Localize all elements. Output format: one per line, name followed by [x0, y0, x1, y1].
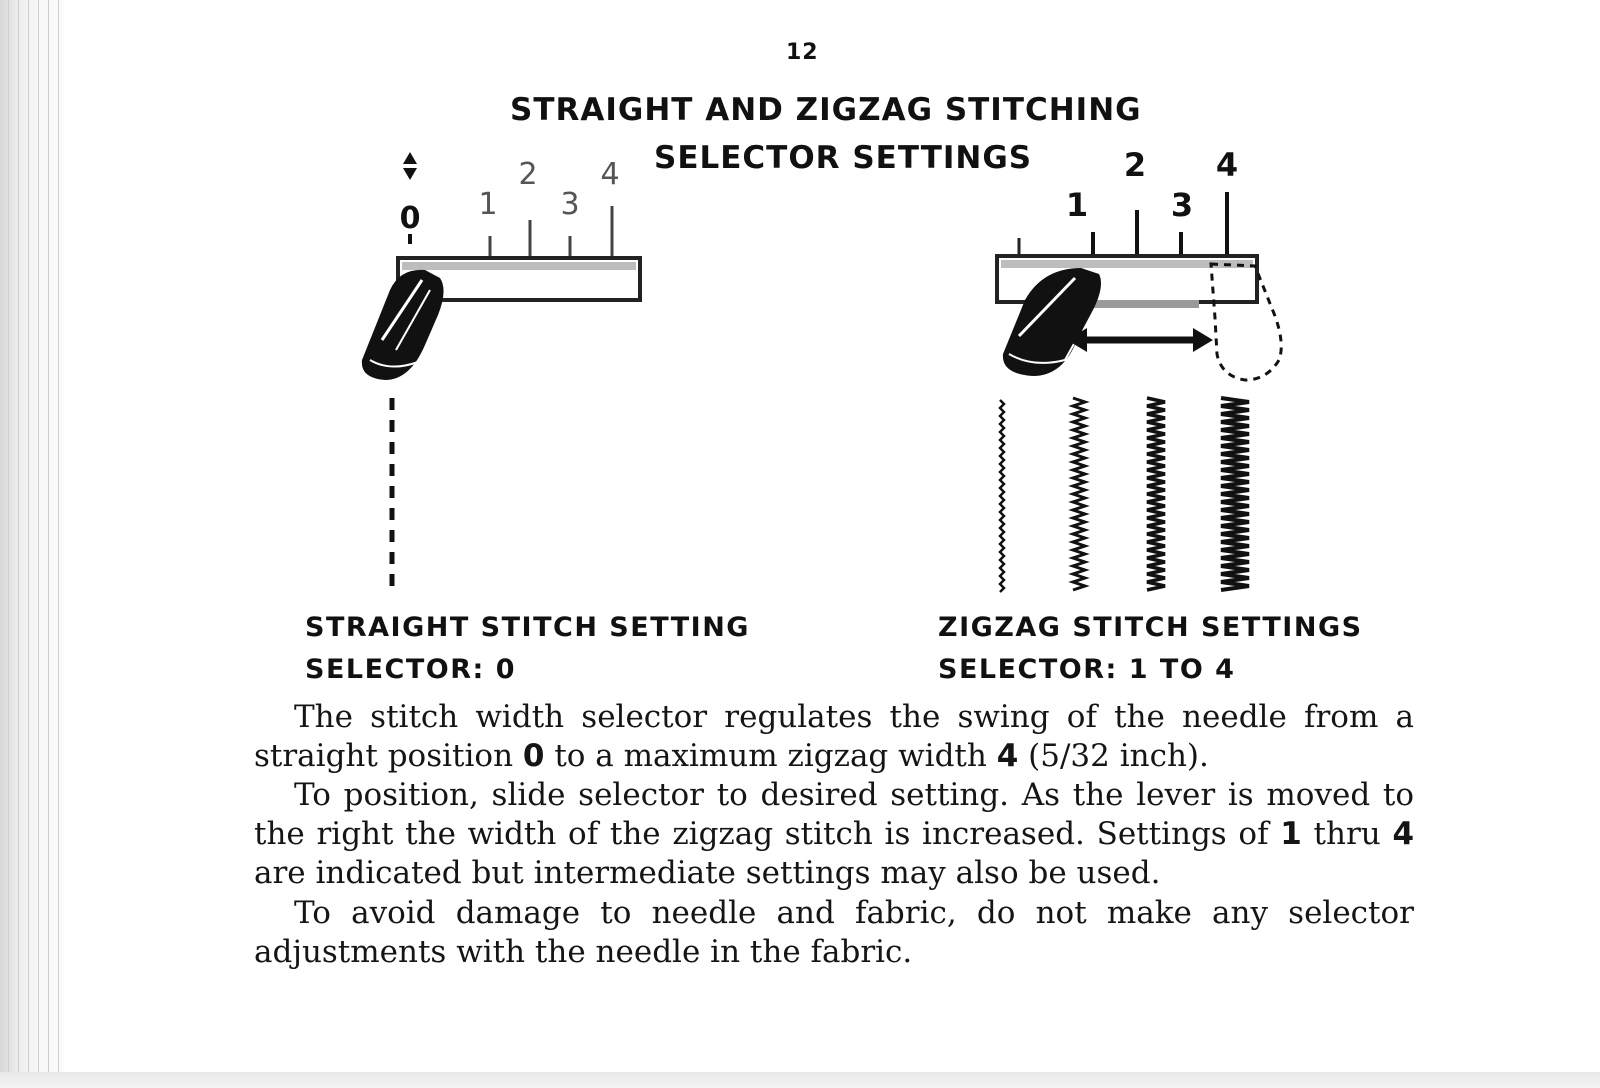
zigzag-stitch-illustration: 1 2 3 4 — [995, 146, 1283, 593]
page-edge-line — [8, 0, 9, 1088]
straight-mark-2: 2 — [518, 157, 537, 192]
zigzag-stitch-width-3 — [1146, 396, 1166, 592]
straight-mark-4: 4 — [600, 157, 619, 192]
paragraph-warning: To avoid damage to needle and fabric, do… — [254, 895, 1414, 970]
page-edge-line — [18, 0, 19, 1088]
zigzag-stitch-width-1 — [998, 399, 1006, 593]
arrow-down-icon — [403, 168, 417, 180]
straight-stitch-illustration: 0 1 2 3 4 — [361, 152, 642, 592]
straight-mark-3: 3 — [560, 187, 579, 222]
zigzag-stitch-width-2 — [1068, 396, 1090, 592]
zigzag-stitch-width-4 — [1220, 396, 1250, 592]
page-number: 12 — [786, 40, 819, 65]
paragraph-text: The stitch width selector regulates the … — [254, 699, 1414, 774]
page-edge-line — [58, 0, 59, 1088]
straight-caption-selector: SELECTOR: 0 — [305, 654, 516, 685]
zigzag-mark-3: 3 — [1171, 186, 1193, 224]
page-edge — [0, 0, 64, 1088]
arrow-up-icon — [403, 152, 417, 164]
straight-mark-1: 1 — [478, 187, 497, 222]
paragraph-positioning: To position, slide selector to desired s… — [254, 776, 1414, 893]
straight-mark-0: 0 — [400, 201, 421, 236]
zigzag-mark-2: 2 — [1124, 146, 1146, 184]
zigzag-mark-4: 4 — [1216, 146, 1238, 184]
zigzag-mark-1: 1 — [1066, 186, 1088, 224]
paragraph-text: (5/32 inch). — [1018, 738, 1209, 774]
zigzag-caption-title: ZIGZAG STITCH SETTINGS — [938, 612, 1363, 643]
setting-number: 4 — [996, 738, 1019, 774]
setting-number: 4 — [1392, 816, 1415, 852]
page-subtitle: SELECTOR SETTINGS — [654, 140, 1033, 176]
paragraph-text: to a maximum zigzag width — [544, 738, 997, 774]
page-edge-line — [48, 0, 49, 1088]
zigzag-selector-lever — [1002, 268, 1101, 376]
paragraph-text: To position, slide selector to desired s… — [254, 777, 1414, 852]
zigzag-caption-selector: SELECTOR: 1 TO 4 — [938, 654, 1236, 685]
zigzag-lever-ghost — [1209, 262, 1283, 382]
setting-number: 1 — [1280, 816, 1302, 852]
straight-caption-title: STRAIGHT STITCH SETTING — [305, 612, 750, 643]
page-title: STRAIGHT AND ZIGZAG STITCHING — [510, 92, 1142, 128]
page-edge-line — [28, 0, 29, 1088]
page-edge-line — [38, 0, 39, 1088]
page-bottom-edge — [0, 1072, 1600, 1088]
straight-selector-lever — [361, 269, 444, 380]
paragraph-text: thru — [1301, 816, 1393, 852]
setting-number: 0 — [522, 738, 545, 774]
paragraph-selector-purpose: The stitch width selector regulates the … — [254, 698, 1414, 776]
paragraph-text: are indicated but intermediate settings … — [254, 855, 1161, 891]
